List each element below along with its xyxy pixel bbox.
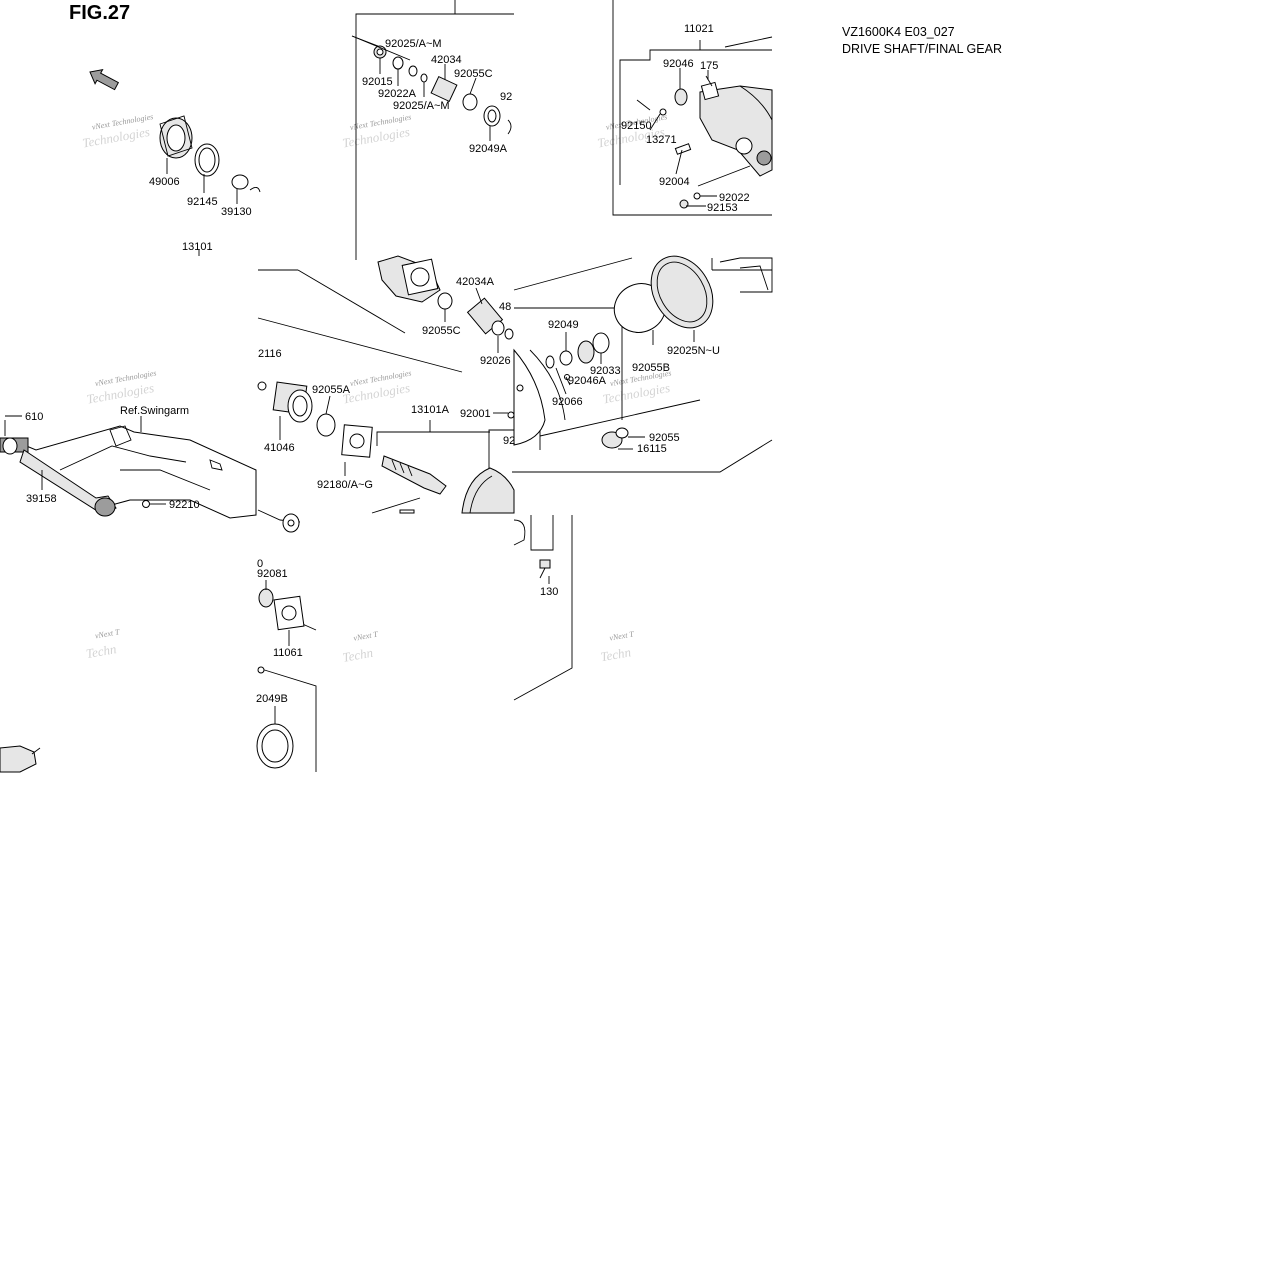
part-label: 92022A xyxy=(378,88,417,100)
watermark-text: Techn xyxy=(85,641,118,661)
part-label: 130 xyxy=(540,586,558,598)
part-label: 92025/A~M xyxy=(393,100,450,112)
bolt-part xyxy=(539,559,551,569)
part-label: 92180/A~G xyxy=(317,479,373,491)
part-label: 49006 xyxy=(149,176,180,188)
part-label: 2049B xyxy=(256,693,288,705)
ring-part xyxy=(231,174,249,190)
final-gear-case-part xyxy=(513,348,546,446)
coupling-part xyxy=(430,75,458,103)
part-label: 92145 xyxy=(187,196,218,208)
part-label: 92046 xyxy=(663,58,694,70)
model-code: VZ1600K4 E03_027 xyxy=(842,25,955,39)
part-label: 92150 xyxy=(621,120,652,132)
part-label: 13271 xyxy=(646,134,677,146)
part-label: 92 xyxy=(500,91,512,103)
leader-lines xyxy=(5,35,751,724)
part-label: 13101 xyxy=(182,241,213,253)
housing-cover-part xyxy=(699,85,773,177)
part-label: 92033 xyxy=(590,365,621,377)
part-label: 92022 xyxy=(719,192,750,204)
pinion-shaft-part xyxy=(381,455,447,495)
part-label: 39158 xyxy=(26,493,57,505)
watermark-text: vNext T xyxy=(609,629,635,642)
part-label: 92055B xyxy=(632,362,670,374)
part-label: 92046A xyxy=(568,375,607,387)
part-label: 0 xyxy=(257,558,263,570)
watermark-text: Techn xyxy=(599,644,632,664)
part-label: 92055C xyxy=(454,68,493,80)
part-label: 41046 xyxy=(264,442,295,454)
part-label: 92210 xyxy=(169,499,200,511)
part-label: 92025N~U xyxy=(667,345,720,357)
cover-plate-part xyxy=(650,255,714,329)
part-label: 42034 xyxy=(431,54,462,66)
watermark-text: vNext T xyxy=(94,627,120,640)
bearing-part xyxy=(258,588,274,608)
part-label: 42034A xyxy=(456,276,495,288)
part-label: 11021 xyxy=(684,23,714,35)
drive-shaft-part xyxy=(19,449,117,515)
part-label: 92025/A~M xyxy=(385,38,442,50)
part-label: 610 xyxy=(25,411,43,423)
part-label: 92055C xyxy=(422,325,461,337)
part-label: 92153 xyxy=(707,202,738,214)
reference-lines xyxy=(257,0,773,772)
part-label: 92 xyxy=(503,435,515,447)
watermark-layer: Technologies vNext Technologies Technolo… xyxy=(81,112,672,665)
part-label: 92081 xyxy=(257,568,288,580)
part-label: 92055A xyxy=(312,384,351,396)
watermark-text: vNext T xyxy=(353,630,379,643)
part-label: Ref.Swingarm xyxy=(120,405,189,417)
part-label: 92066 xyxy=(552,396,583,408)
part-label: 92049 xyxy=(548,319,579,331)
part-label: 2116 xyxy=(258,348,282,360)
part-label: 92049A xyxy=(469,143,508,155)
part-label: 175 xyxy=(700,60,718,72)
part-label: 11061 xyxy=(273,647,303,659)
part-label: 92026 xyxy=(480,355,511,367)
part-label: 92055 xyxy=(649,432,680,444)
hub-part xyxy=(0,745,37,773)
section-title: DRIVE SHAFT/FINAL GEAR xyxy=(842,42,1002,56)
part-label: 16115 xyxy=(637,443,667,455)
part-label: 92015 xyxy=(362,76,393,88)
parts-layer xyxy=(0,45,773,773)
part-label: 92004 xyxy=(659,176,690,188)
part-label: 39130 xyxy=(221,206,252,218)
front-arrow-icon xyxy=(89,68,120,91)
watermark-text: Techn xyxy=(341,645,374,665)
part-label: 48 xyxy=(499,301,511,313)
part-label: 92001 xyxy=(460,408,491,420)
ring-gear-part xyxy=(461,467,515,514)
part-label: 13101A xyxy=(411,404,450,416)
figure-number: FIG.27 xyxy=(69,2,131,24)
part-labels: 49006 92145 39130 13101 92025/A~M 92015 … xyxy=(25,23,750,705)
